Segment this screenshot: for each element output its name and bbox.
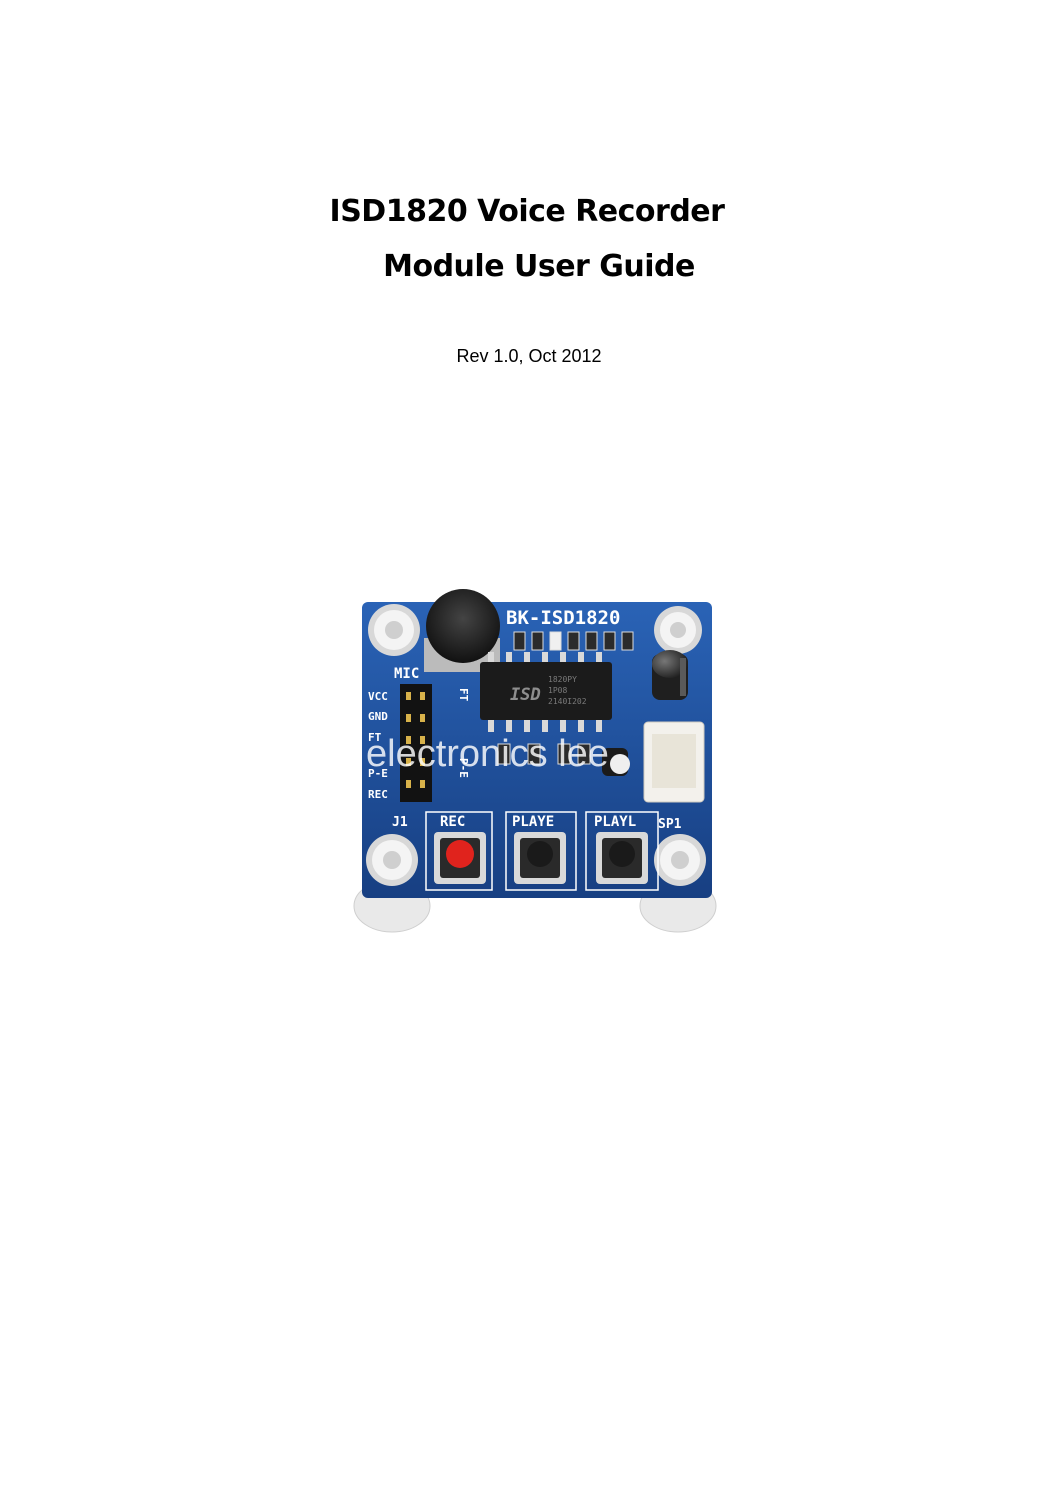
jumper-label-pe: P-E [457, 758, 470, 778]
playl-button [596, 832, 648, 884]
microphone [424, 589, 500, 672]
jumper-label-ft: FT [457, 688, 470, 702]
rec-button [434, 832, 486, 884]
mount-hole [654, 606, 702, 654]
speaker-connector [643, 721, 705, 803]
pin-label-vcc: VCC [368, 690, 388, 703]
module-board-illustration: BK-ISD1820 MIC ISD 18 [353, 589, 717, 933]
chip-brand: ISD [510, 685, 541, 705]
mount-hole [366, 834, 418, 886]
playl-button-label: PLAYL [594, 814, 636, 830]
led [602, 748, 630, 776]
playe-button [514, 832, 566, 884]
rec-button-label: REC [440, 814, 465, 830]
mount-hole [654, 834, 706, 886]
watermark-text: electronics lee [366, 733, 609, 775]
pin-header [400, 684, 432, 802]
chip-code: 2140I202 [548, 697, 587, 706]
j1-label: J1 [392, 815, 408, 830]
chip-code: 1P08 [548, 686, 567, 695]
smd-components [497, 743, 591, 765]
isd1820-chip: ISD 1820PY 1P08 2140I202 [480, 652, 612, 732]
pin-label-ft: FT [368, 731, 382, 744]
sp1-label: SP1 [658, 817, 682, 832]
revision-text: Rev 1.0, Oct 2012 [456, 346, 602, 366]
pin-label-pe: P-E [368, 767, 388, 780]
pin-label-gnd: GND [368, 710, 388, 723]
module-photo: BK-ISD1820 MIC ISD 18 [348, 588, 718, 938]
document-title-line-2: Module User Guide [383, 249, 695, 284]
board-label: BK-ISD1820 [506, 607, 620, 629]
chip-code: 1820PY [548, 675, 577, 684]
mic-label: MIC [394, 666, 419, 682]
smd-components [513, 631, 634, 651]
playe-button-label: PLAYE [512, 814, 554, 830]
document-title-line-1: ISD1820 Voice Recorder [329, 194, 725, 229]
capacitor [652, 650, 688, 700]
pin-label-rec: REC [368, 788, 388, 801]
mount-hole [368, 604, 420, 656]
